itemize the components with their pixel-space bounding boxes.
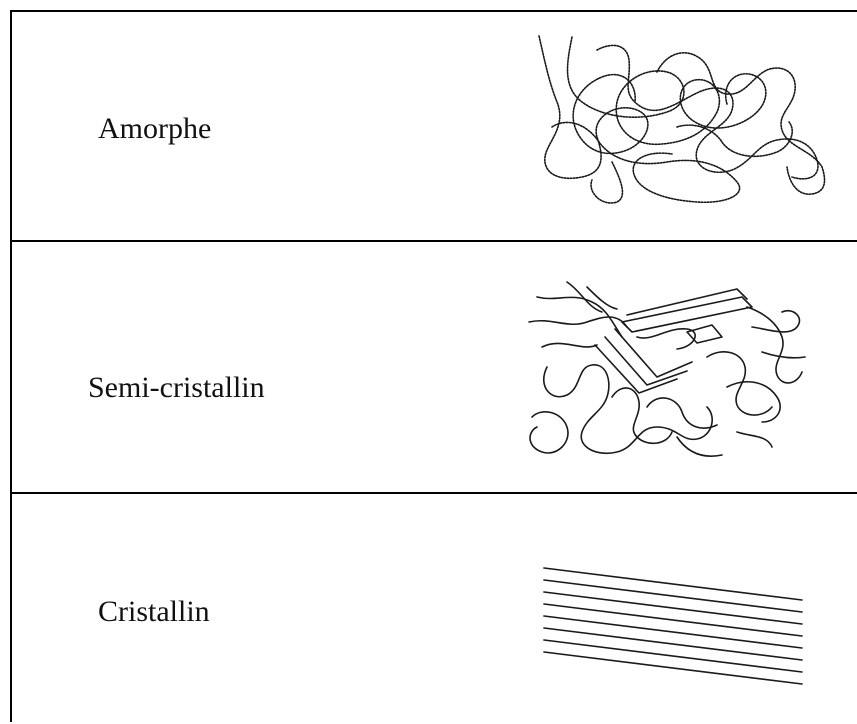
table-row-semi-cristallin: Semi-cristallin: [12, 242, 857, 494]
amorphous-tangle-illustration: [538, 35, 826, 204]
semicrystalline-chains-illustration: [528, 281, 806, 457]
row-label-semi-cristallin: Semi-cristallin: [88, 371, 265, 404]
row-label-amorphe: Amorphe: [98, 112, 212, 145]
table-row-amorphe: Amorphe: [12, 12, 857, 242]
structure-table: Amorphe Semi-cristallin: [10, 10, 857, 722]
crystalline-parallel-lines-illustration: [543, 567, 803, 685]
row-label-cristallin: Cristallin: [98, 595, 210, 628]
table-row-cristallin: Cristallin: [12, 494, 857, 724]
